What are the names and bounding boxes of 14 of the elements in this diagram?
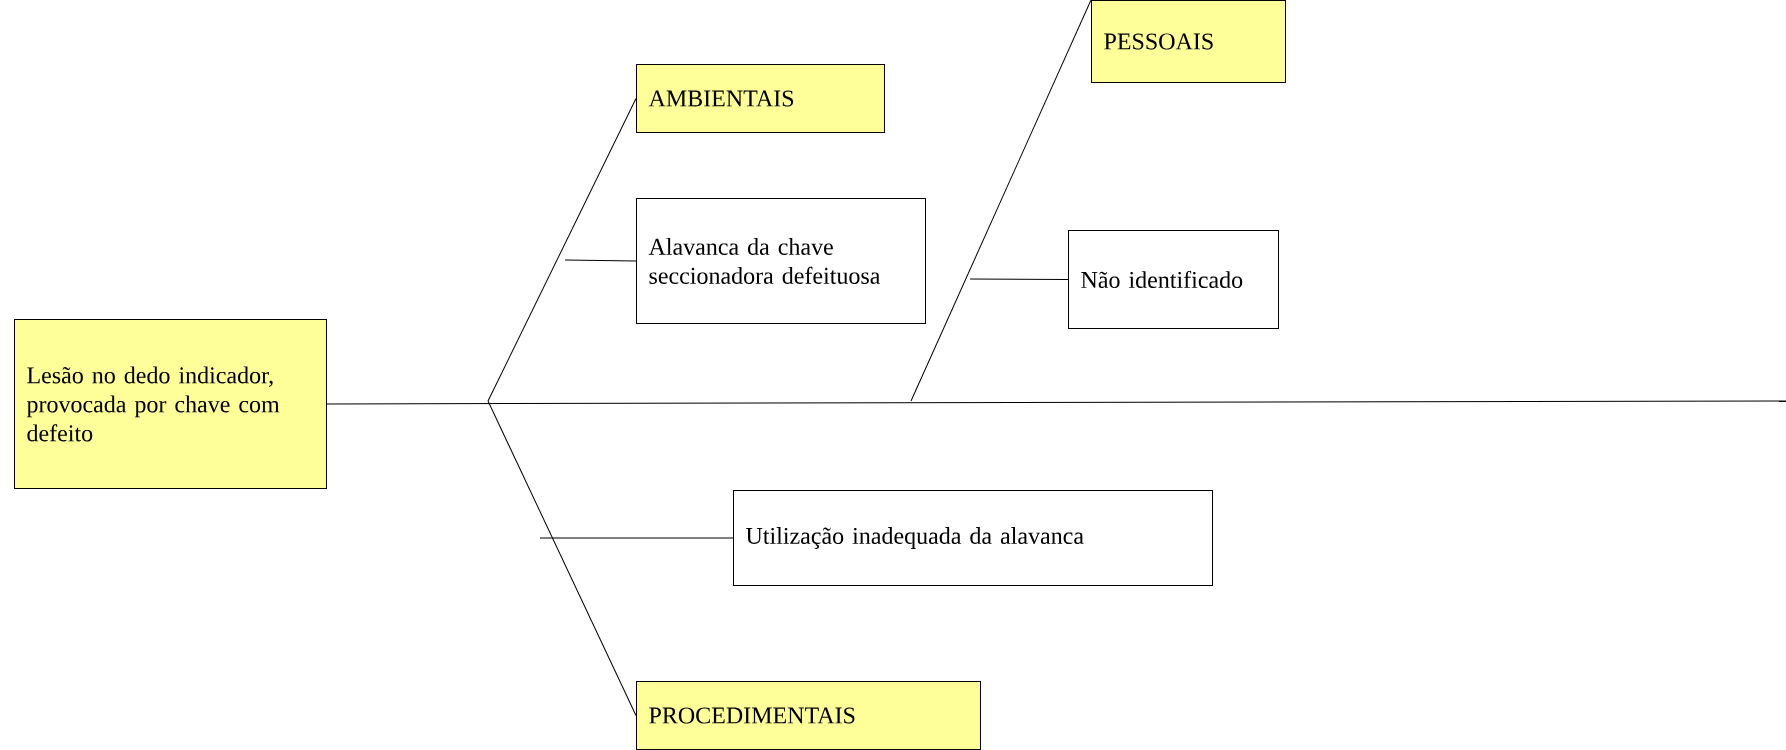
- cause-box: Utilização inadequada da alavanca: [733, 490, 1213, 586]
- branch-line: [564, 259, 637, 262]
- category-box: AMBIENTAIS: [636, 64, 885, 133]
- cause-box: Alavanca da chave seccionadora defeituosa: [636, 198, 926, 324]
- category-box: PROCEDIMENTAIS: [636, 681, 981, 750]
- branch-line: [487, 98, 637, 402]
- branch-line: [969, 278, 1069, 280]
- branch-line: [487, 400, 637, 716]
- branch-line: [539, 537, 734, 539]
- effect-box: Lesão no dedo indicador, provocada por chave com defeito: [14, 319, 327, 489]
- cause-box: Não identificado: [1068, 230, 1279, 329]
- spine-line: [326, 400, 1786, 405]
- category-box: PESSOAIS: [1091, 0, 1286, 83]
- branch-line: [910, 0, 1092, 402]
